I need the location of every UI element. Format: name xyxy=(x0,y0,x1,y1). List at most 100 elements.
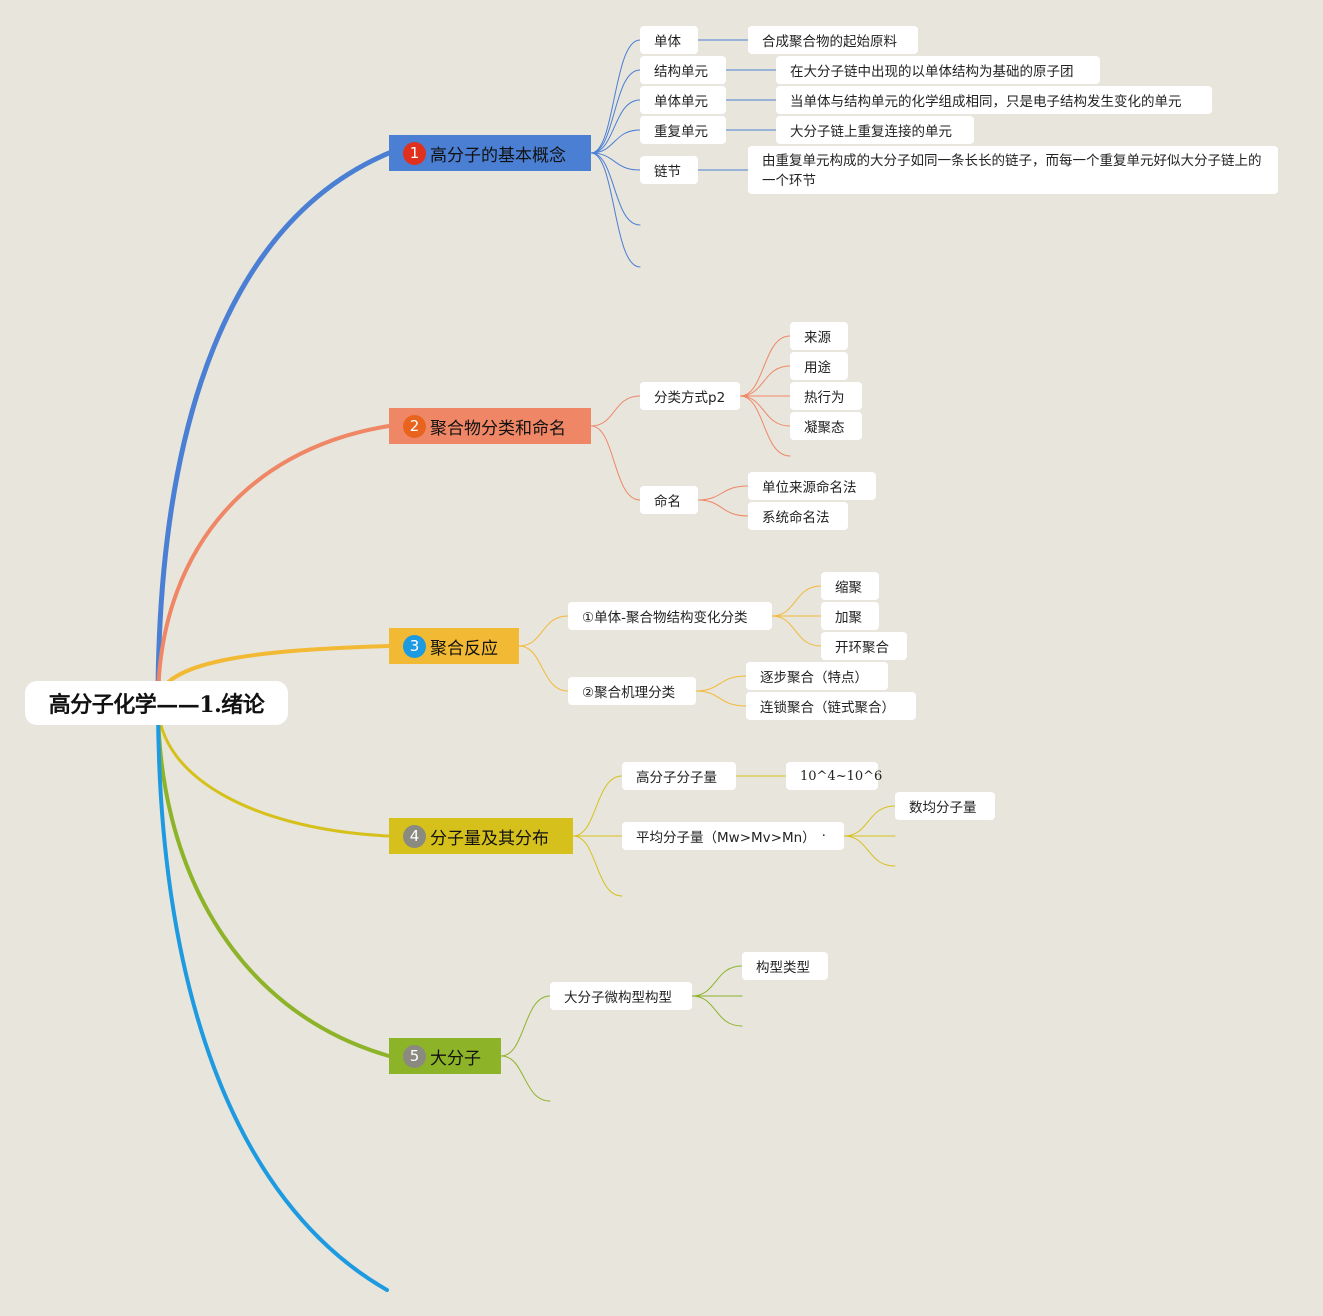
topic-label: 系统命名法 xyxy=(762,510,830,526)
topic-step-growth[interactable]: 逐步聚合（特点） xyxy=(746,662,888,690)
topic-polycondensation[interactable]: 缩聚 xyxy=(821,572,879,600)
topic-label: 开环聚合 xyxy=(835,640,889,656)
branch-label: 分子量及其分布 xyxy=(430,828,549,849)
topic-ring-opening[interactable]: 开环聚合 xyxy=(821,632,907,660)
topic-configuration-type[interactable]: 构型类型 xyxy=(742,952,828,980)
topic-label: 平均分子量（Mw>Mv>Mn） xyxy=(636,830,816,846)
link-b5-1 xyxy=(500,1055,551,1102)
topic-label: 由重复单元构成的大分子如同一条长长的链子，而每一个重复单元好似大分子链上的一个环… xyxy=(762,153,1262,189)
topic-naming[interactable]: 命名 xyxy=(640,486,698,514)
branch-label: 聚合物分类和命名 xyxy=(430,418,566,439)
topic-usage[interactable]: 用途 xyxy=(790,352,848,380)
topic-structure-change-classification[interactable]: ①单体-聚合物结构变化分类 xyxy=(568,602,772,630)
link-b1-0 xyxy=(590,39,641,154)
branch-classification-naming[interactable]: 2 聚合物分类和命名 xyxy=(389,408,591,444)
branch-polymerization[interactable]: 3 聚合反应 xyxy=(389,628,519,664)
topic-monomer-unit[interactable]: 单体单元 xyxy=(640,86,726,114)
priority-5-icon: 5 xyxy=(403,1044,426,1068)
topic-label: 在大分子链中出现的以单体结构为基础的原子团 xyxy=(790,64,1074,80)
topic-repeat-unit[interactable]: 重复单元 xyxy=(640,116,726,144)
topic-mechanism-classification[interactable]: ②聚合机理分类 xyxy=(568,677,696,705)
link-b3-c1-1 xyxy=(695,690,747,707)
topic-label: 单位来源命名法 xyxy=(762,480,857,496)
main-link-4 xyxy=(156,701,391,838)
link-b1-3 xyxy=(590,129,641,154)
link-b3-c1-0 xyxy=(695,675,747,692)
root-topic[interactable]: 高分子化学——1.绪论 xyxy=(25,681,288,725)
topic-label: 热行为 xyxy=(804,390,845,406)
topic-repeat-unit-definition[interactable]: 大分子链上重复连接的单元 xyxy=(776,116,974,144)
topic-label: 大分子链上重复连接的单元 xyxy=(790,124,952,140)
link-b4-2 xyxy=(572,835,623,897)
topic-classification-methods[interactable]: 分类方式p2 xyxy=(640,382,740,410)
topic-label: 缩聚 xyxy=(835,580,862,596)
branch-label: 聚合反应 xyxy=(430,638,498,659)
topic-addition-polymerization[interactable]: 加聚 xyxy=(821,602,879,630)
topic-thermal-behavior[interactable]: 热行为 xyxy=(790,382,862,410)
priority-1-icon: 1 xyxy=(403,141,426,165)
priority-2-icon: 2 xyxy=(403,414,426,438)
branch-molecular-weight[interactable]: 4 分子量及其分布 xyxy=(389,818,573,854)
link-b4-c1-0 xyxy=(843,805,896,837)
topic-label: 10^4~10^6 xyxy=(800,768,883,784)
link-b2-c1-1 xyxy=(697,499,749,517)
topic-label: 凝聚态 xyxy=(804,420,845,436)
link-b4-c1-2 xyxy=(843,835,896,867)
topic-label: 连锁聚合（链式聚合） xyxy=(760,700,895,716)
topic-label: 命名 xyxy=(654,494,681,510)
topic-label: 合成聚合物的起始原料 xyxy=(762,34,897,50)
topic-label: 单体 xyxy=(654,34,681,50)
topic-microstructure[interactable]: 大分子微构型构型 xyxy=(550,982,692,1010)
link-b4-0 xyxy=(572,775,623,837)
topic-number-average[interactable]: 数均分子量 xyxy=(895,792,995,820)
link-b2-0 xyxy=(590,395,641,427)
topic-label: ①单体-聚合物结构变化分类 xyxy=(582,610,748,626)
topic-label: 加聚 xyxy=(835,610,862,626)
link-b2-c0-1 xyxy=(739,365,791,397)
branch-macromolecule[interactable]: 5 大分子 xyxy=(389,1038,501,1074)
topic-monomer-unit-definition[interactable]: 当单体与结构单元的化学组成相同，只是电子结构发生变化的单元 xyxy=(776,86,1212,114)
link-b3-1 xyxy=(518,645,569,692)
topic-chain-growth[interactable]: 连锁聚合（链式聚合） xyxy=(746,692,916,720)
topic-label: 分类方式p2 xyxy=(654,390,726,406)
topic-source[interactable]: 来源 xyxy=(790,322,848,350)
topic-condensed-state[interactable]: 凝聚态 xyxy=(790,412,862,440)
topic-chain-link[interactable]: 链节 xyxy=(640,156,698,184)
main-link-1 xyxy=(155,150,392,706)
branch-basic-concepts[interactable]: 1 高分子的基本概念 xyxy=(389,135,591,171)
topic-source-based-naming[interactable]: 单位来源命名法 xyxy=(748,472,876,500)
topic-label: 构型类型 xyxy=(756,960,810,976)
main-link-extra xyxy=(156,701,389,1292)
topic-label: 逐步聚合（特点） xyxy=(760,670,868,686)
link-b1-5 xyxy=(590,152,641,226)
topic-systematic-naming[interactable]: 系统命名法 xyxy=(748,502,848,530)
link-b3-0 xyxy=(518,615,569,647)
priority-3-icon: 3 xyxy=(403,634,426,658)
topic-label: ②聚合机理分类 xyxy=(582,685,676,701)
topic-label: 链节 xyxy=(654,164,681,180)
link-b1-6 xyxy=(590,152,641,268)
topic-monomer[interactable]: 单体 xyxy=(640,26,698,54)
topic-chain-link-definition[interactable]: 由重复单元构成的大分子如同一条长长的链子，而每一个重复单元好似大分子链上的一个环… xyxy=(748,146,1278,194)
link-b2-1 xyxy=(590,425,641,501)
link-b5-0 xyxy=(500,995,551,1057)
link-b2-c0-0 xyxy=(739,335,791,397)
topic-label: 来源 xyxy=(804,330,831,346)
topic-structural-unit-definition[interactable]: 在大分子链中出现的以单体结构为基础的原子团 xyxy=(776,56,1100,84)
link-b2-c1-0 xyxy=(697,485,749,501)
topic-average-molecular-weight[interactable]: 平均分子量（Mw>Mv>Mn）· xyxy=(622,822,844,850)
topic-structural-unit[interactable]: 结构单元 xyxy=(640,56,726,84)
topic-label: 数均分子量 xyxy=(909,800,977,816)
topic-label: 单体单元 xyxy=(654,94,708,110)
link-b3-c0-0 xyxy=(771,585,822,617)
priority-4-icon: 4 xyxy=(403,824,426,848)
link-b1-4 xyxy=(590,152,641,171)
topic-molecular-weight-range[interactable]: 10^4~10^6 xyxy=(786,762,882,790)
topic-monomer-definition[interactable]: 合成聚合物的起始原料 xyxy=(748,26,918,54)
branch-label: 大分子 xyxy=(430,1048,481,1069)
main-link-5 xyxy=(156,701,391,1058)
link-b5-c0-0 xyxy=(691,965,743,997)
topic-polymer-molecular-weight[interactable]: 高分子分子量 xyxy=(622,762,736,790)
root-topic-label: 高分子化学——1.绪论 xyxy=(48,692,265,718)
